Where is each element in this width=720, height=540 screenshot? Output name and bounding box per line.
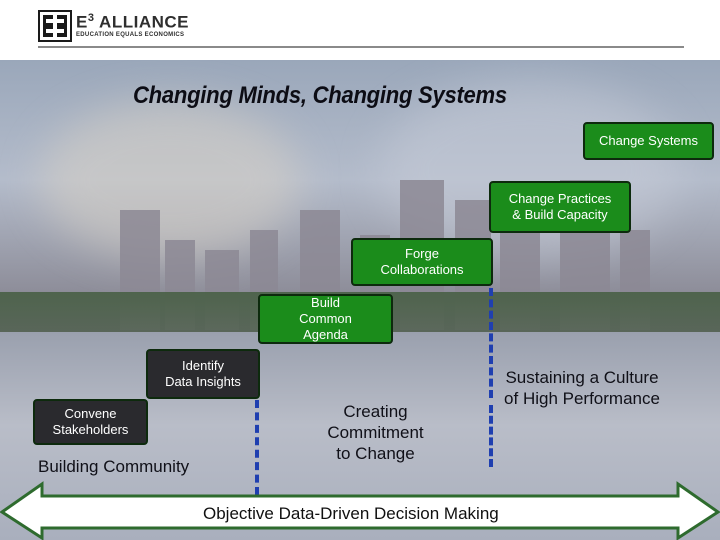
phase-divider-2-upper (489, 288, 493, 398)
logo-title: E3 ALLIANCE (76, 12, 189, 32)
phase-divider-1 (255, 400, 259, 495)
double-arrow-icon (0, 481, 720, 540)
step-forge-collaborations: Forge Collaborations (351, 238, 493, 286)
slide-title: Changing Minds, Changing Systems (133, 82, 507, 109)
arrow-label: Objective Data-Driven Decision Making (203, 504, 499, 523)
step-identify-data-insights: Identify Data Insights (146, 349, 260, 399)
step-change-practices: Change Practices & Build Capacity (489, 181, 631, 233)
logo-tagline: EDUCATION EQUALS ECONOMICS (76, 32, 185, 38)
phase-divider-2-lower (489, 405, 493, 467)
header: E3 ALLIANCE EDUCATION EQUALS ECONOMICS (0, 0, 720, 58)
phase-building-community: Building Community (38, 457, 190, 476)
e3-logo-icon (38, 10, 72, 42)
header-divider (38, 46, 684, 48)
step-build-common-agenda: Build Common Agenda (258, 294, 393, 344)
step-convene-stakeholders: Convene Stakeholders (33, 399, 148, 445)
phase-creating-commitment: Creating Commitment to Change (327, 402, 424, 463)
step-change-systems: Change Systems (583, 122, 714, 160)
city-skyline-background (0, 60, 720, 540)
phase-sustaining-culture: Sustaining a Culture of High Performance (504, 368, 660, 408)
